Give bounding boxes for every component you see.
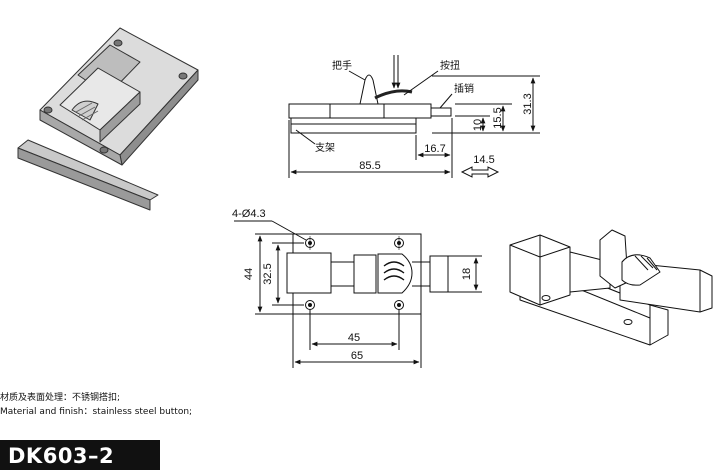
model-number: DK603–2	[8, 444, 115, 468]
material-note-cn: 材质及表面处理：不锈钢搭扣;	[0, 393, 121, 403]
label-handle: 把手	[332, 59, 352, 72]
dim-15-5: 15.5	[492, 107, 504, 128]
label-bracket: 支架	[315, 142, 335, 154]
leader-button	[403, 70, 439, 96]
top-view	[234, 220, 482, 368]
leader-pin	[439, 93, 453, 109]
isometric-view-left	[17, 27, 199, 211]
dim-31-3: 31.3	[522, 93, 534, 114]
dim-32-5: 32.5	[262, 263, 274, 284]
travel-arrow	[460, 166, 500, 178]
material-note-en: Material and finish：stainless steel butt…	[0, 407, 193, 417]
dim-45: 45	[348, 332, 360, 344]
side-view	[288, 55, 540, 178]
leader-bracket	[295, 129, 316, 145]
label-pin: 插销	[454, 82, 474, 95]
dim-16-7: 16.7	[424, 143, 445, 155]
leader-handle	[348, 70, 366, 81]
model-banner	[0, 440, 160, 470]
side-pin	[430, 107, 452, 117]
dim-85-5: 85.5	[359, 160, 380, 172]
side-body	[288, 103, 432, 119]
dim-14-5: 14.5	[473, 154, 494, 166]
top-button	[377, 253, 413, 294]
dim-44: 44	[243, 268, 255, 280]
side-view-text: 把手 按扭 插销 支架 31.3 15.5 10 16.7 85.5 14.5	[315, 59, 534, 172]
dim-10: 10	[472, 119, 484, 131]
side-handle	[359, 74, 379, 105]
top-body-left	[286, 252, 332, 294]
side-bracket	[290, 123, 417, 134]
dim-65: 65	[351, 350, 363, 362]
top-view-text: 4-Ø4.3 44 32.5 18 45 65	[232, 208, 473, 362]
label-button: 按扭	[440, 59, 460, 72]
top-pin	[429, 255, 449, 293]
mount-hole	[394, 300, 404, 310]
dim-18: 18	[461, 268, 473, 280]
mount-hole	[305, 300, 315, 310]
isometric-view-right	[509, 229, 713, 346]
hole-spec: 4-Ø4.3	[232, 208, 266, 220]
